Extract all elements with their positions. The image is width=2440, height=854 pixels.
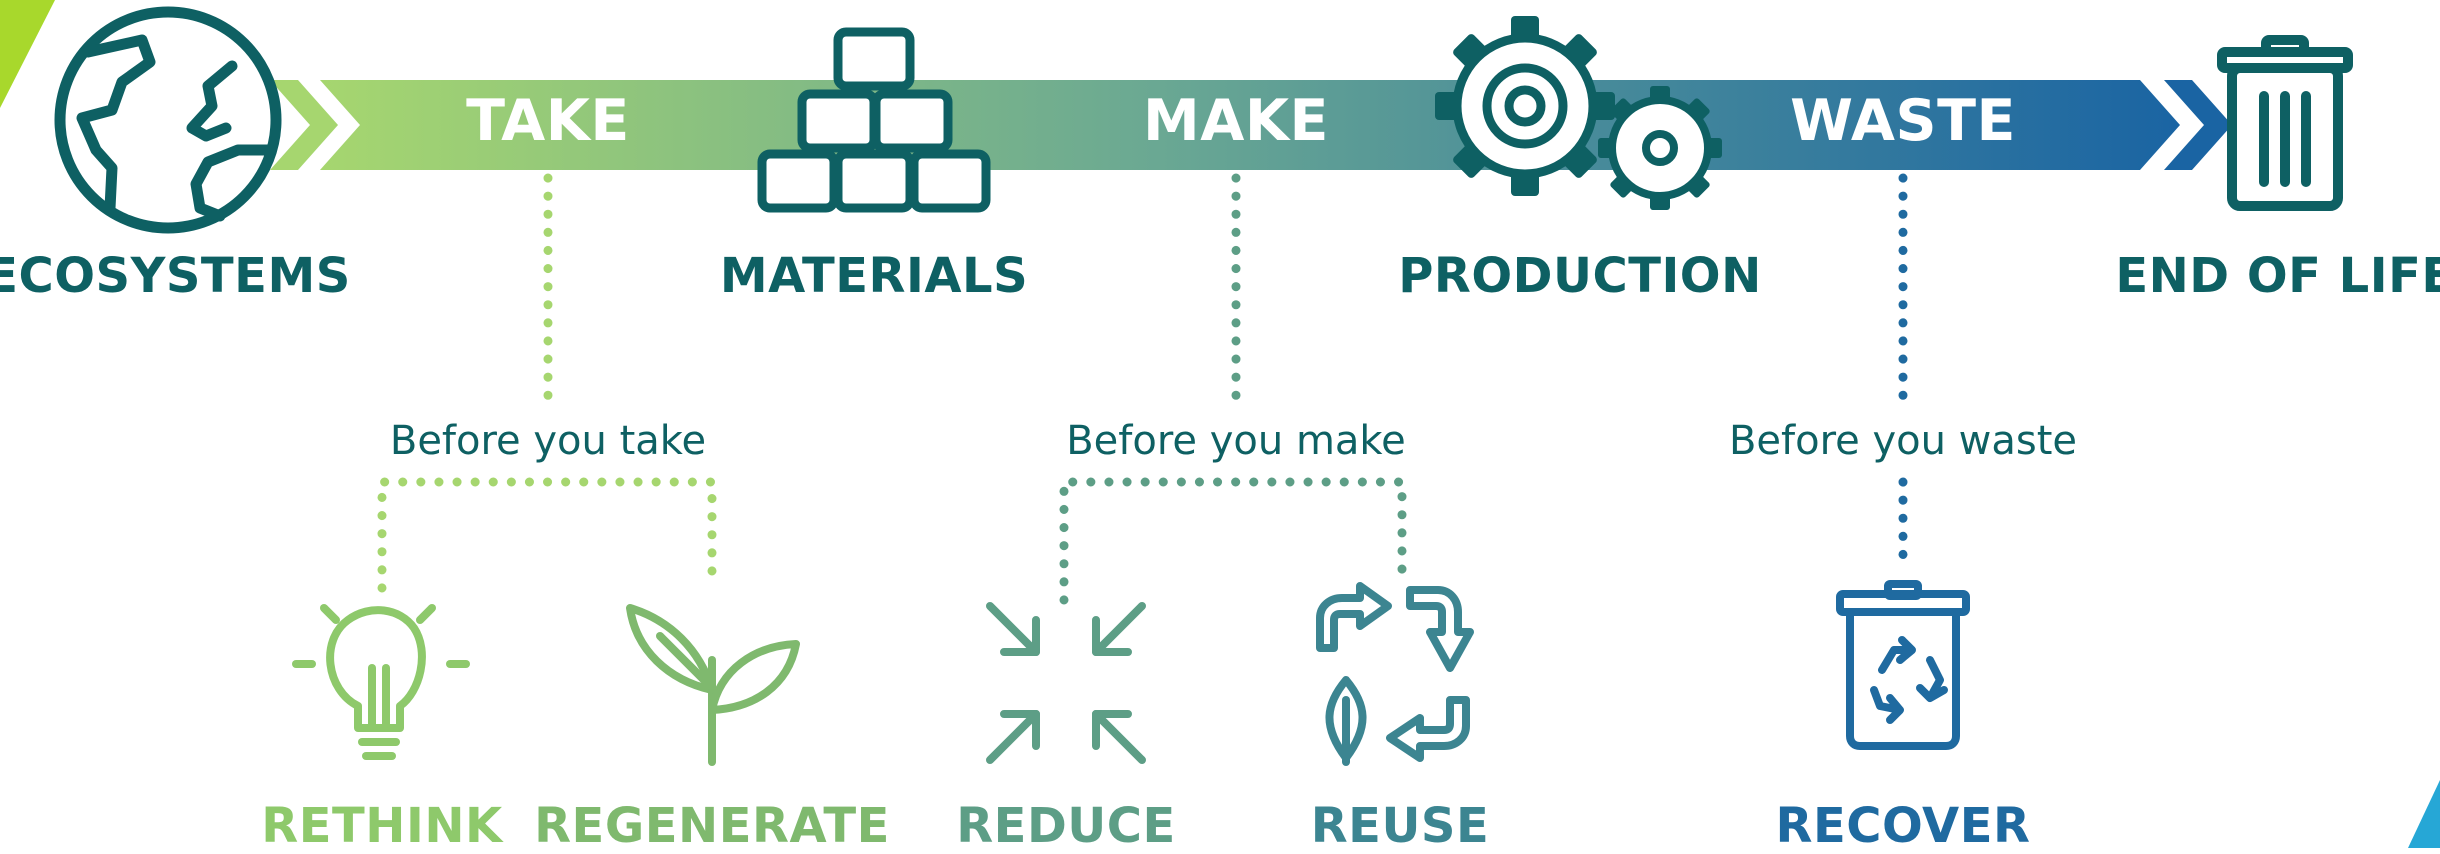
bricks-icon bbox=[757, 27, 991, 213]
corner-accent-bottom-right bbox=[2408, 780, 2440, 848]
connector-make bbox=[1059, 173, 1407, 605]
compress-arrows-icon bbox=[986, 602, 1146, 764]
connector-take bbox=[377, 173, 717, 593]
action-label-reduce: REDUCE bbox=[956, 798, 1176, 854]
corner-accent-top-left bbox=[0, 0, 55, 108]
trash-can-icon bbox=[2217, 35, 2353, 211]
node-label-ecosystems: ECOSYSTEMS bbox=[0, 248, 351, 304]
prompt-before-you-make: Before you make bbox=[1066, 418, 1406, 464]
stage-label-waste: WASTE bbox=[1790, 88, 2016, 154]
globe-icon bbox=[54, 6, 282, 234]
lightbulb-icon bbox=[292, 604, 470, 760]
action-label-recover: RECOVER bbox=[1775, 798, 2031, 854]
stage-label-take: TAKE bbox=[466, 88, 630, 154]
prompt-before-you-take: Before you take bbox=[389, 418, 707, 464]
action-label-reuse: REUSE bbox=[1310, 798, 1490, 854]
recycle-bin-icon bbox=[1836, 580, 1970, 750]
stage-label-make: MAKE bbox=[1143, 88, 1329, 154]
reuse-cycle-icon bbox=[1316, 582, 1474, 766]
action-label-regenerate: REGENERATE bbox=[534, 798, 890, 854]
gears-icon bbox=[1435, 16, 1722, 210]
sprout-icon bbox=[626, 604, 800, 766]
node-label-end-of-life: END OF LIFE bbox=[2115, 248, 2440, 304]
node-label-materials: MATERIALS bbox=[719, 248, 1029, 304]
prompt-before-you-waste: Before you waste bbox=[1728, 418, 2078, 464]
action-label-rethink: RETHINK bbox=[261, 798, 503, 854]
node-label-production: PRODUCTION bbox=[1398, 248, 1762, 304]
